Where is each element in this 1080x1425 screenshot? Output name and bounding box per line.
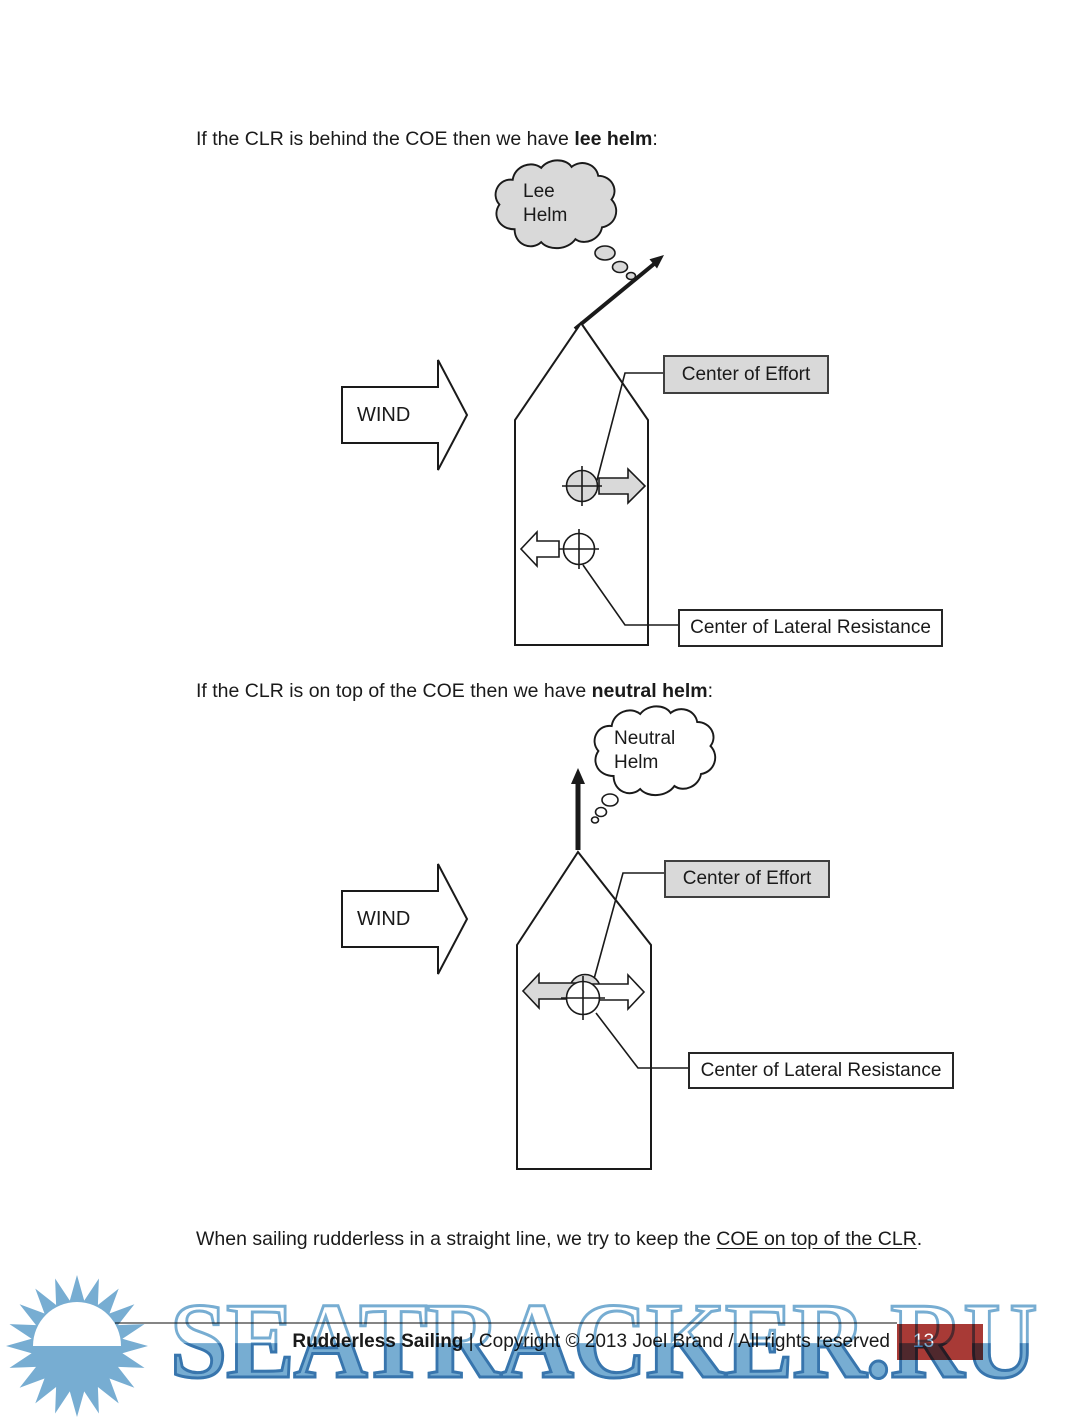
thought-line: Neutral	[614, 728, 676, 749]
coe-leader-line	[595, 372, 663, 485]
footer-copyright: | Copyright © 2013 Joel Brand / All righ…	[463, 1331, 890, 1352]
center-of-effort-label: Center of Effort	[664, 860, 830, 898]
clr-leader-line	[582, 564, 678, 626]
wind-arrow	[341, 863, 469, 975]
paragraph-bold-text: neutral helm	[591, 680, 708, 702]
thought-cloud-text: Lee Helm	[523, 180, 567, 228]
footer: Rudderless Sailing | Copyright © 2013 Jo…	[0, 1324, 983, 1360]
paragraph-text: If the CLR is behind the COE then we hav…	[196, 128, 575, 150]
thought-line: Helm	[614, 752, 659, 773]
page-number-badge: 13	[897, 1324, 983, 1360]
footer-text: Rudderless Sailing | Copyright © 2013 Jo…	[292, 1331, 890, 1353]
thought-line: Helm	[523, 205, 568, 226]
paragraph-text: :	[652, 128, 658, 150]
center-of-lateral-resistance-label: Center of Lateral Resistance	[688, 1052, 954, 1089]
course-arrow	[571, 768, 585, 850]
paragraph-lee-helm: If the CLR is behind the COE then we hav…	[196, 127, 658, 151]
wind-arrow	[341, 359, 469, 471]
clr-marker	[519, 529, 599, 569]
paragraph-underlined-text: COE on top of the CLR	[716, 1228, 917, 1250]
diagram-lee-helm	[341, 159, 678, 646]
clr-leader-line	[595, 1012, 688, 1069]
thought-bubbles	[594, 245, 637, 281]
clr-marker	[561, 976, 605, 1020]
wind-label: WIND	[357, 907, 411, 930]
paragraph-text: When sailing rudderless in a straight li…	[196, 1228, 717, 1250]
thought-bubbles	[590, 793, 619, 824]
course-arrow	[573, 255, 664, 331]
paragraph-text: .	[916, 1228, 923, 1250]
thought-cloud-text: Neutral Helm	[614, 727, 675, 775]
center-of-lateral-resistance-label: Center of Lateral Resistance	[678, 609, 943, 647]
center-of-effort-label: Center of Effort	[663, 355, 829, 394]
wind-label: WIND	[357, 403, 411, 426]
coe-leader-line	[593, 872, 664, 980]
thought-line: Lee	[523, 181, 555, 202]
paragraph-neutral-helm: If the CLR is on top of the COE then we …	[196, 679, 713, 703]
paragraph-text: :	[707, 680, 714, 702]
diagram-neutral-helm	[341, 705, 717, 1170]
paragraph-conclusion: When sailing rudderless in a straight li…	[196, 1227, 922, 1251]
coe-marker	[562, 466, 647, 506]
footer-doc-title: Rudderless Sailing	[292, 1331, 464, 1352]
paragraph-bold-text: lee helm	[574, 128, 653, 150]
paragraph-text: If the CLR is on top of the COE then we …	[196, 680, 592, 702]
